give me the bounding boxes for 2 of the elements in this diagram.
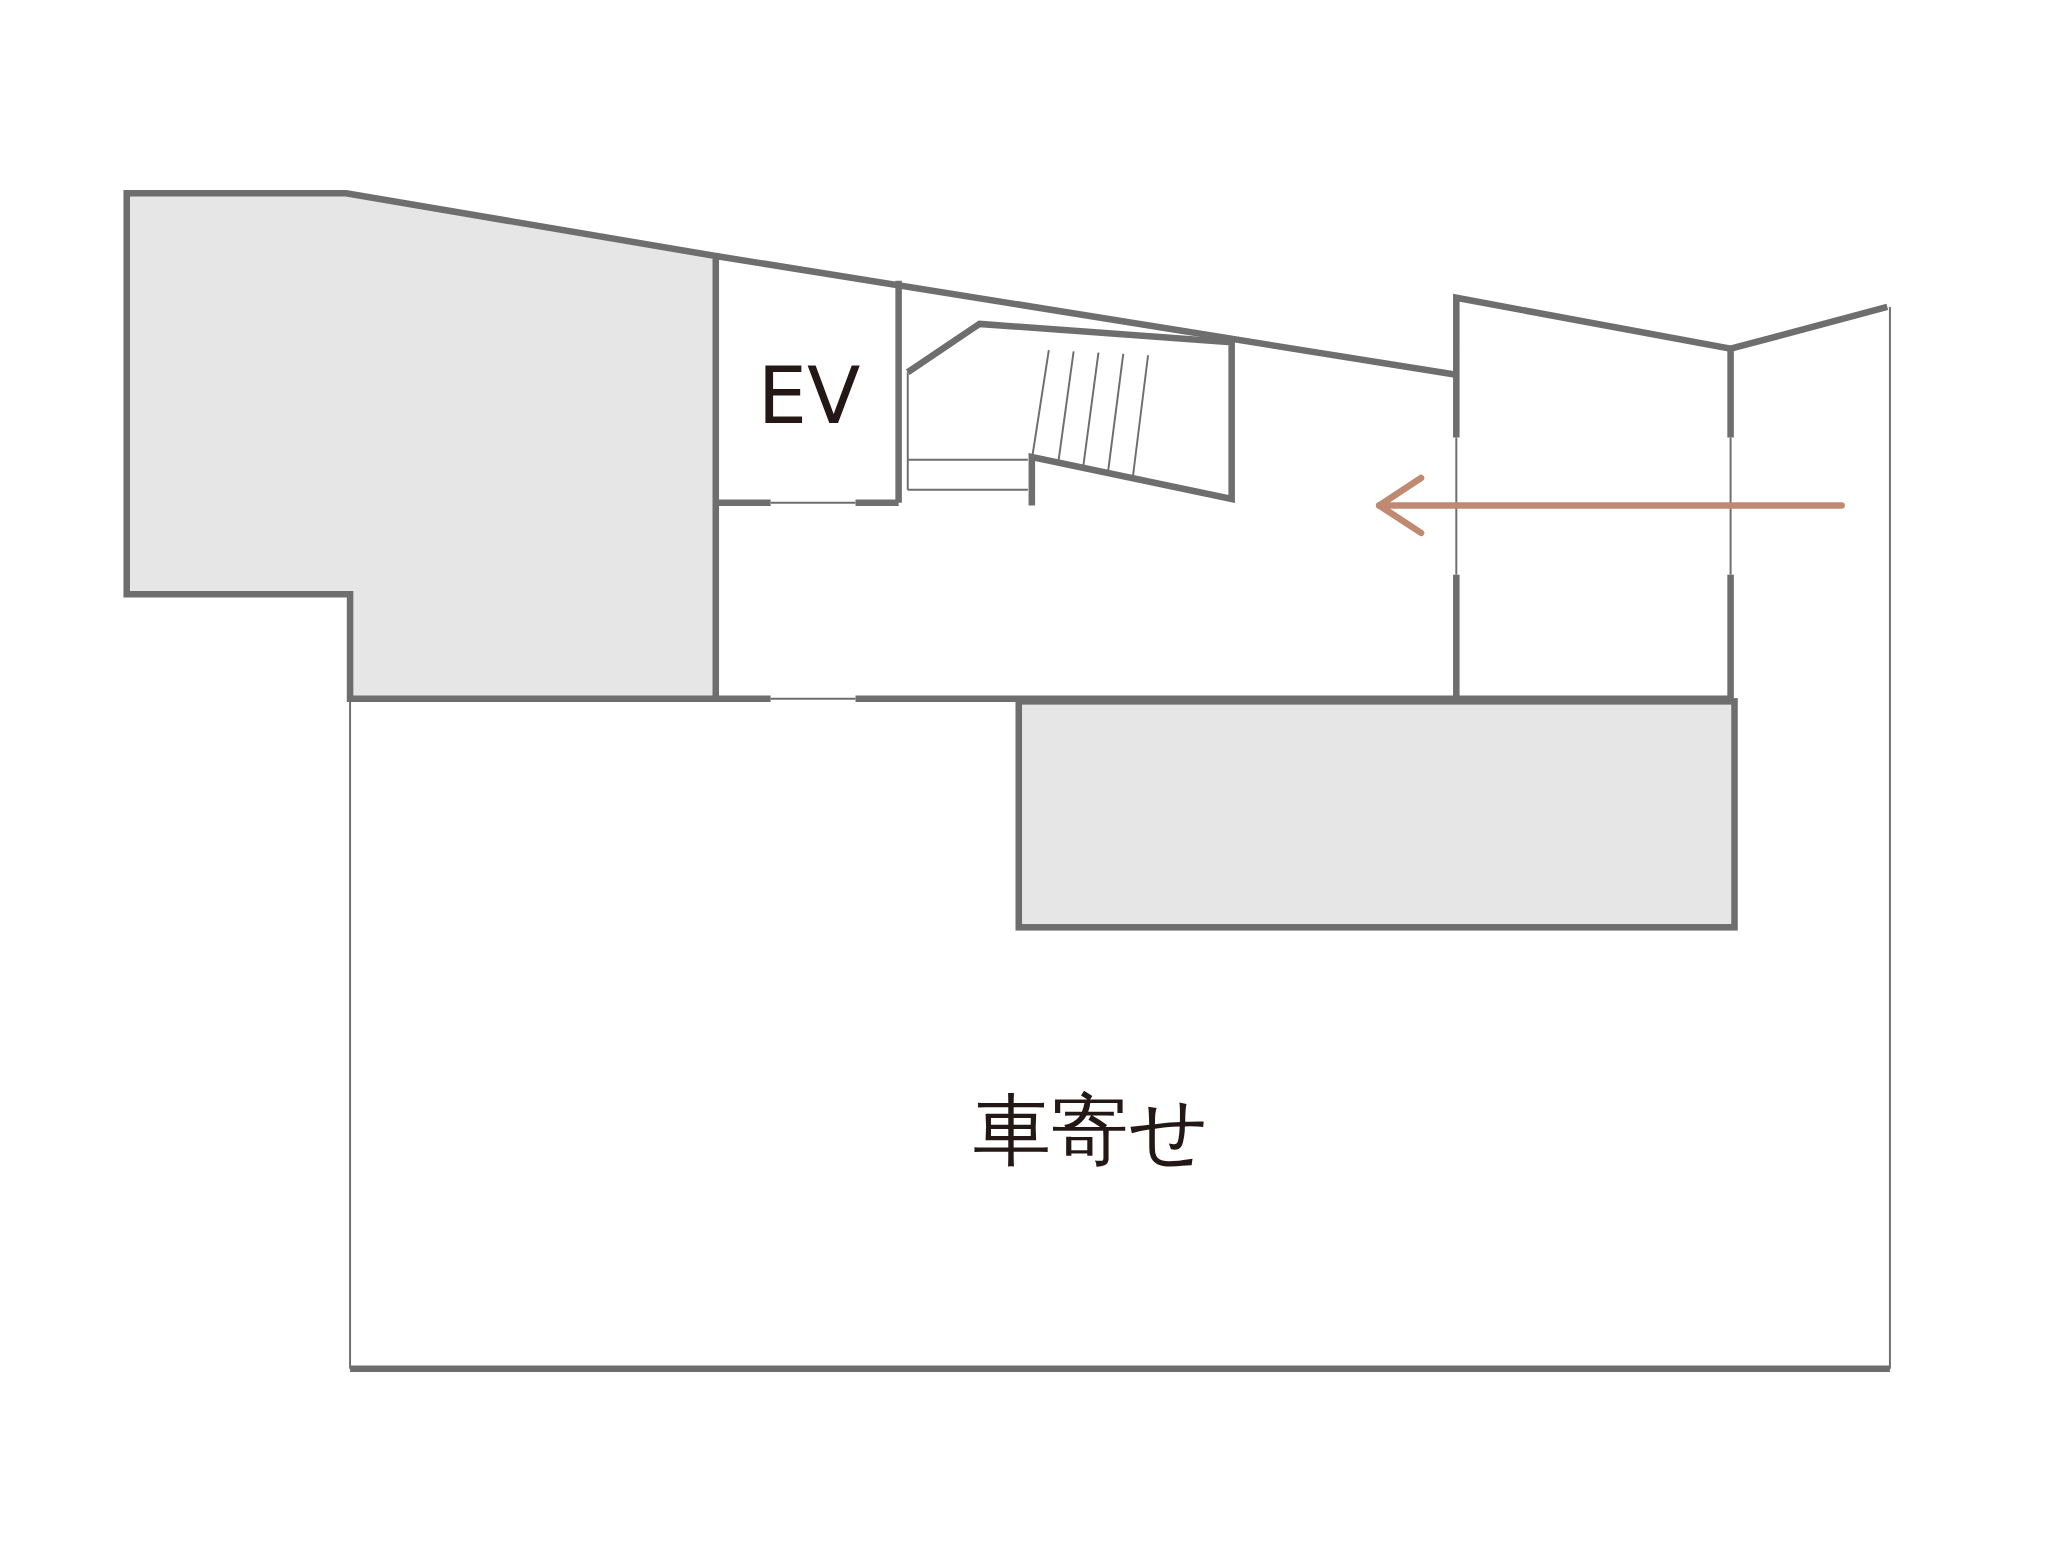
- elevator-label: EV: [757, 357, 861, 435]
- room-label: 車寄せ: [973, 1091, 1209, 1169]
